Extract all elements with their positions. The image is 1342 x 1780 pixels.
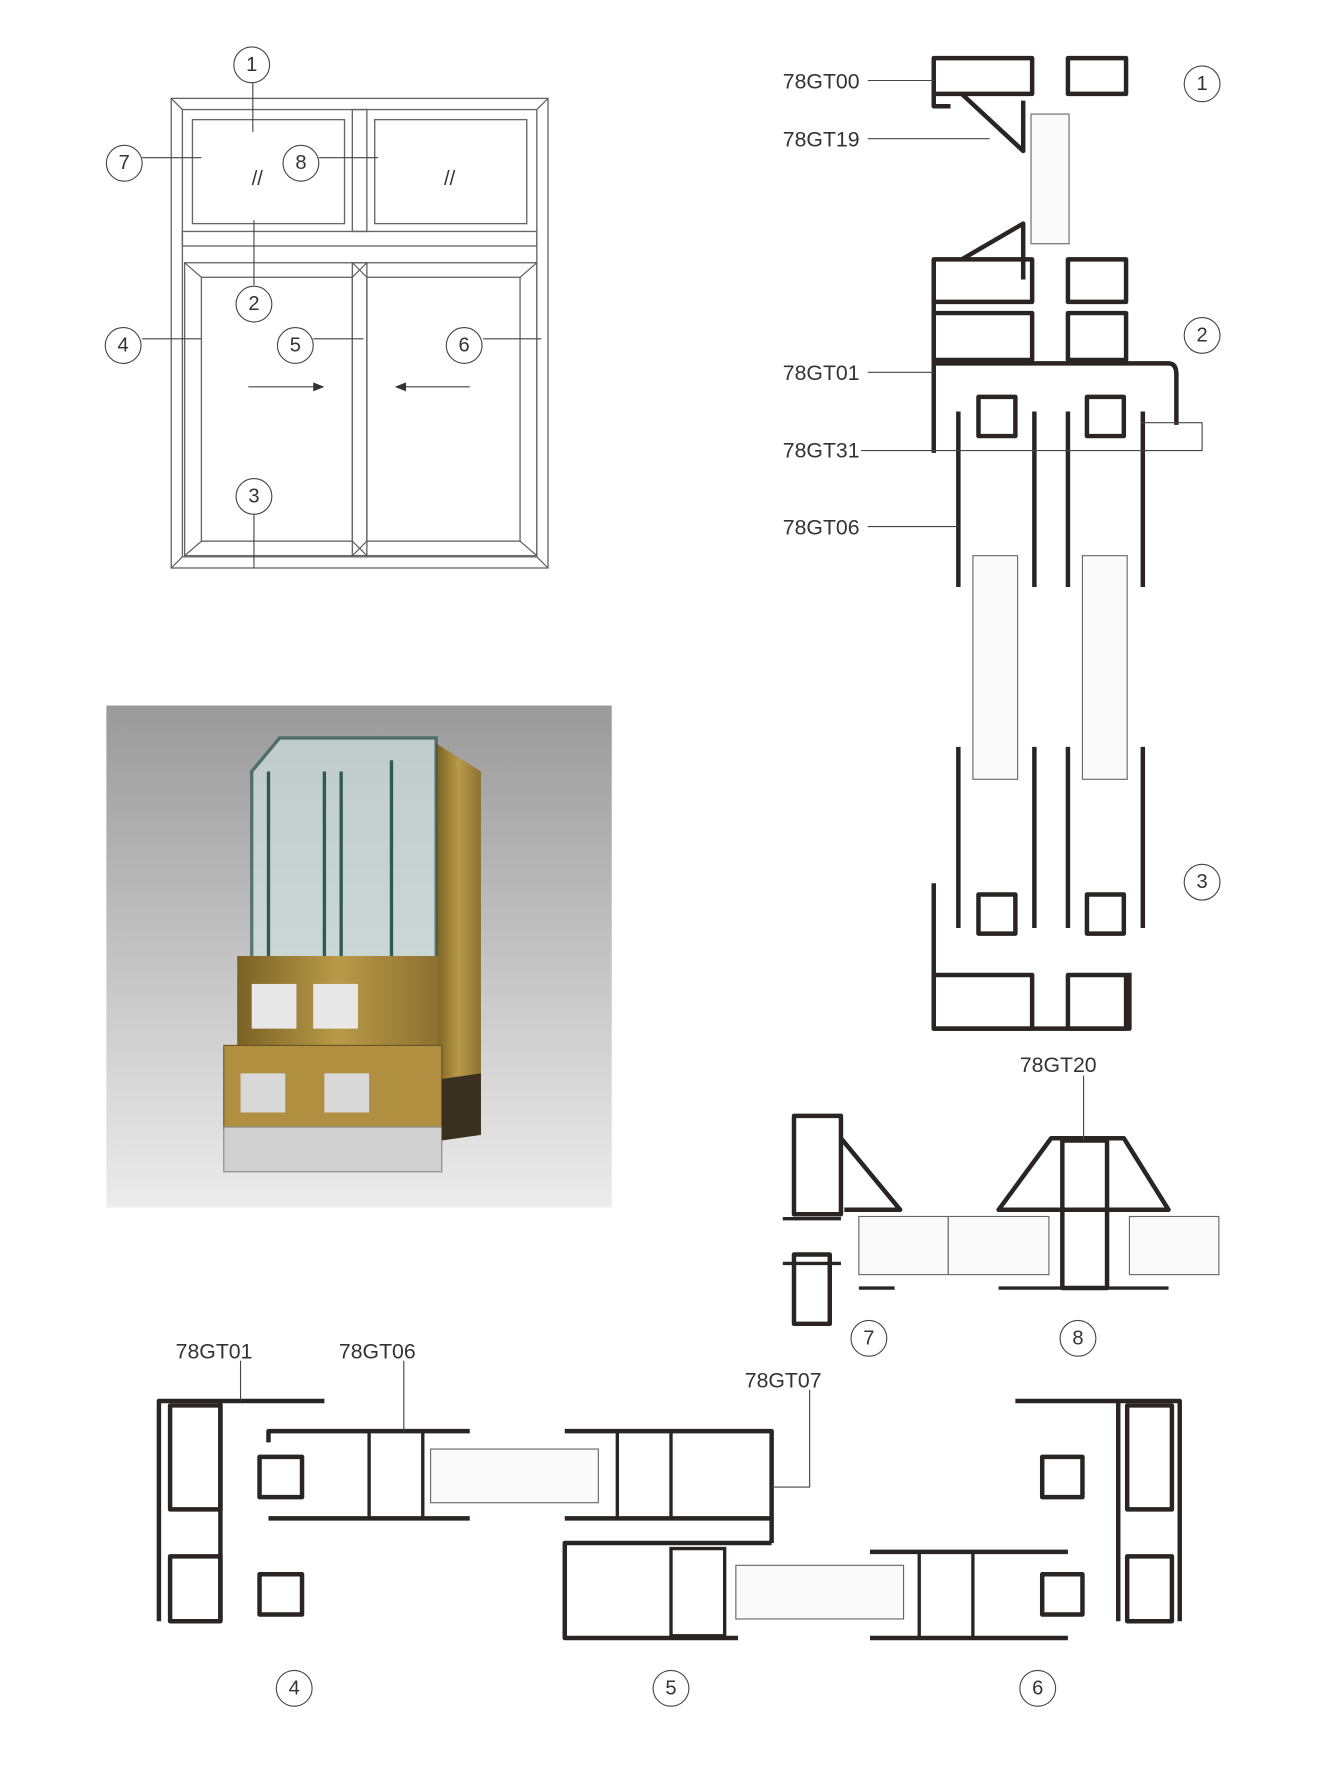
label-78gt31: 78GT31: [783, 438, 860, 462]
glass-mark-right: //: [444, 168, 456, 190]
vertical-section: 78GT00 78GT19 78GT01 78GT31 78GT06 1 2 3: [783, 55, 1221, 1031]
window-elevation: // // 1 2 3 4 5 6 7 8: [104, 46, 549, 569]
section-callout-8: 8: [1059, 1319, 1097, 1357]
callout-1: 1: [233, 46, 271, 84]
section-callout-1: 1: [1183, 65, 1221, 103]
svg-text:4: 4: [289, 1677, 300, 1699]
svg-text:6: 6: [1032, 1677, 1043, 1699]
section-callout-4: 4: [275, 1669, 313, 1707]
svg-text:2: 2: [1196, 324, 1207, 346]
horizontal-section: 78GT01 78GT06 78GT07 4 5 6: [156, 1339, 1182, 1707]
section-callout-6: 6: [1019, 1669, 1057, 1707]
svg-text:5: 5: [290, 334, 301, 356]
label-78gt06: 78GT06: [783, 515, 860, 539]
callout-4: 4: [104, 327, 142, 364]
section-callout-5: 5: [652, 1669, 690, 1707]
section-callout-7: 7: [850, 1319, 888, 1357]
section-callout-3: 3: [1183, 863, 1221, 901]
arrow-right-icon: [313, 382, 325, 392]
callout-3: 3: [235, 477, 273, 515]
glass-mark-left: //: [252, 168, 264, 190]
label-78gt01: 78GT01: [783, 361, 860, 385]
svg-text:7: 7: [119, 152, 130, 174]
svg-text:3: 3: [1196, 871, 1207, 893]
label-78gt07: 78GT07: [745, 1369, 822, 1393]
arrow-left-icon: [394, 382, 407, 392]
callout-7: 7: [105, 144, 143, 182]
transom-section: 78GT20 7 8: [782, 1053, 1220, 1357]
callout-8: 8: [282, 144, 320, 182]
svg-text:1: 1: [1196, 73, 1207, 95]
svg-text:1: 1: [246, 54, 257, 76]
label-78gt20: 78GT20: [1020, 1053, 1097, 1077]
svg-text:7: 7: [863, 1327, 874, 1349]
label-78gt19: 78GT19: [783, 127, 860, 151]
svg-text:5: 5: [665, 1677, 676, 1699]
label-78gt00: 78GT00: [783, 69, 860, 93]
svg-text:8: 8: [295, 152, 306, 174]
section-callout-2: 2: [1183, 316, 1221, 354]
callout-6: 6: [445, 327, 483, 364]
svg-text:8: 8: [1072, 1327, 1083, 1349]
svg-text:3: 3: [248, 485, 259, 507]
profile-3d-render: [106, 705, 612, 1208]
svg-text:2: 2: [248, 293, 259, 315]
label-78gt06-horizontal: 78GT06: [339, 1339, 416, 1363]
label-78gt01-horizontal: 78GT01: [176, 1339, 253, 1363]
svg-text:6: 6: [459, 334, 470, 356]
callout-5: 5: [276, 327, 314, 364]
callout-2: 2: [235, 285, 273, 323]
svg-text:4: 4: [118, 334, 129, 356]
